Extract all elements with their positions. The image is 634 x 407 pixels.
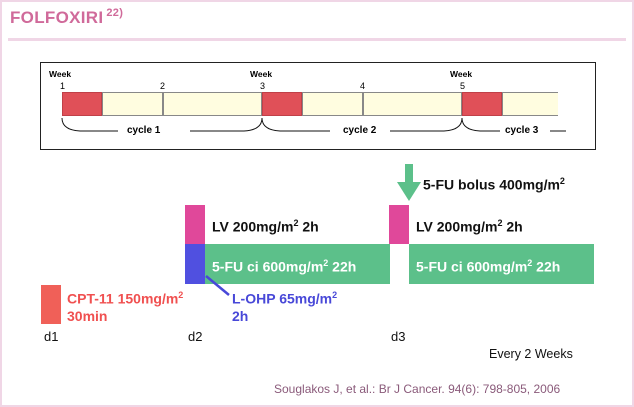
day-label-d1: d1 bbox=[44, 329, 59, 344]
timeline-rest-2a bbox=[302, 92, 363, 116]
day-label-d2: d2 bbox=[188, 329, 203, 344]
lohp-bar-d2 bbox=[185, 244, 205, 284]
lohp-label: L-OHP 65mg/m2 bbox=[232, 290, 338, 307]
fu-ci-bar-d2 bbox=[205, 244, 390, 284]
week-label-1: Week bbox=[49, 69, 72, 79]
timeline-dose-week-1 bbox=[62, 92, 102, 116]
citation: Souglakos J, et al.: Br J Cancer. 94(6):… bbox=[274, 382, 561, 396]
week-number-2: 2 bbox=[160, 81, 166, 91]
timeline-dose-week-5 bbox=[462, 92, 502, 116]
week-number-1: 1 bbox=[60, 81, 66, 91]
week-number-3: 3 bbox=[260, 81, 266, 91]
title-ref-number: 22) bbox=[106, 7, 124, 19]
lv-label-d3: LV 200mg/m2 2h bbox=[416, 218, 523, 235]
week-number-5: 5 bbox=[460, 81, 466, 91]
fu-ci-label-d3: 5-FU ci 600mg/m2 22h bbox=[416, 258, 561, 275]
fu-ci-label-d2: 5-FU ci 600mg/m2 22h bbox=[212, 258, 357, 275]
brace-cycle-3-left bbox=[461, 117, 500, 132]
fu-ci-bar-d3 bbox=[409, 244, 594, 284]
frequency-label: Every 2 Weeks bbox=[489, 347, 573, 361]
timeline-rest-3 bbox=[502, 92, 558, 116]
week-label-3: Week bbox=[250, 69, 273, 79]
cpt11-bar-d1 bbox=[41, 285, 61, 324]
cycle-label-1: cycle 1 bbox=[127, 125, 161, 136]
cpt11-duration: 30min bbox=[67, 308, 108, 324]
week-number-4: 4 bbox=[360, 81, 366, 91]
bolus-arrow-icon bbox=[397, 164, 421, 201]
timeline-dose-week-3 bbox=[262, 92, 302, 116]
title-text: FOLFOXIRI bbox=[10, 8, 104, 27]
title-divider bbox=[8, 38, 626, 41]
cycle-label-2: cycle 2 bbox=[343, 125, 377, 136]
lohp-duration: 2h bbox=[232, 308, 249, 324]
lv-label-d2: LV 200mg/m2 2h bbox=[212, 218, 319, 235]
brace-cycle-1-left bbox=[61, 117, 118, 132]
timeline-rest-1b bbox=[163, 92, 262, 116]
lv-bar-d3 bbox=[389, 205, 409, 244]
cycle-label-3: cycle 3 bbox=[505, 125, 539, 136]
brace-cycle-2-left bbox=[261, 117, 330, 132]
cpt11-label: CPT-11 150mg/m2 bbox=[67, 290, 184, 307]
week-label-5: Week bbox=[450, 69, 473, 79]
day-label-d3: d3 bbox=[391, 329, 406, 344]
timeline-rest-2b bbox=[363, 92, 462, 116]
timeline-rest-1a bbox=[102, 92, 163, 116]
lv-bar-d2 bbox=[185, 205, 205, 244]
bolus-label: 5-FU bolus 400mg/m2 bbox=[423, 176, 565, 193]
